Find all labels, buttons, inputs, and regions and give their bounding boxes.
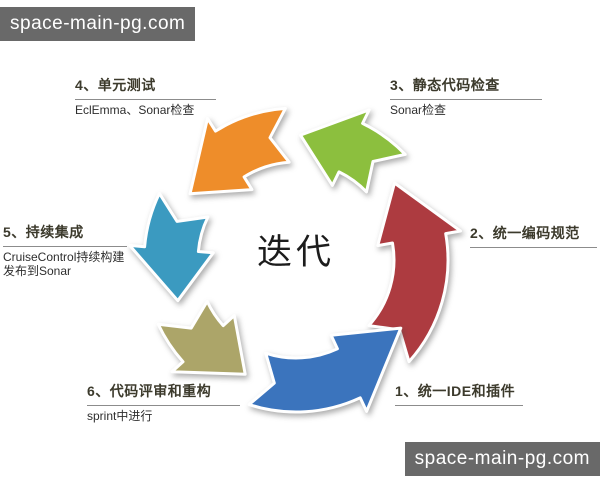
step-subtitle: sprint中进行 xyxy=(87,409,153,423)
step-title: 6、代码评审和重构 xyxy=(87,381,240,406)
cycle-arrow-step-4 xyxy=(188,106,291,196)
cycle-arrow-step-5 xyxy=(128,191,215,303)
step-title: 4、单元测试 xyxy=(75,75,216,100)
step-subtitle: CruiseControl持续构建 发布到Sonar xyxy=(3,250,125,279)
step-label-static-code-check: 3、静态代码检查 Sonar检查 xyxy=(390,75,542,117)
step-title: 2、统一编码规范 xyxy=(470,223,597,248)
step-label-unit-testing: 4、单元测试 EclEmma、Sonar检查 xyxy=(75,75,216,117)
step-title: 5、持续集成 xyxy=(3,222,127,247)
step-label-code-review-refactor: 6、代码评审和重构 sprint中进行 xyxy=(87,381,240,423)
step-subtitle: EclEmma、Sonar检查 xyxy=(75,103,195,117)
step-title: 1、统一IDE和插件 xyxy=(395,381,523,406)
watermark-top-left: space-main-pg.com xyxy=(0,7,196,41)
watermark-bottom-right: space-main-pg.com xyxy=(404,442,600,476)
cycle-arrow-step-6 xyxy=(156,299,247,376)
cycle-arrow-step-3 xyxy=(298,108,407,194)
step-title: 3、静态代码检查 xyxy=(390,75,542,100)
step-label-ide-plugins: 1、统一IDE和插件 xyxy=(395,381,523,406)
cycle-center-label: 迭代 xyxy=(256,233,335,272)
step-subtitle: Sonar检查 xyxy=(390,103,447,117)
step-label-continuous-integration: 5、持续集成 CruiseControl持续构建 发布到Sonar xyxy=(3,222,127,279)
cycle-arrow-step-1 xyxy=(247,326,403,414)
cycle-arrow-step-2 xyxy=(367,181,462,364)
step-label-coding-standard: 2、统一编码规范 xyxy=(470,223,597,248)
